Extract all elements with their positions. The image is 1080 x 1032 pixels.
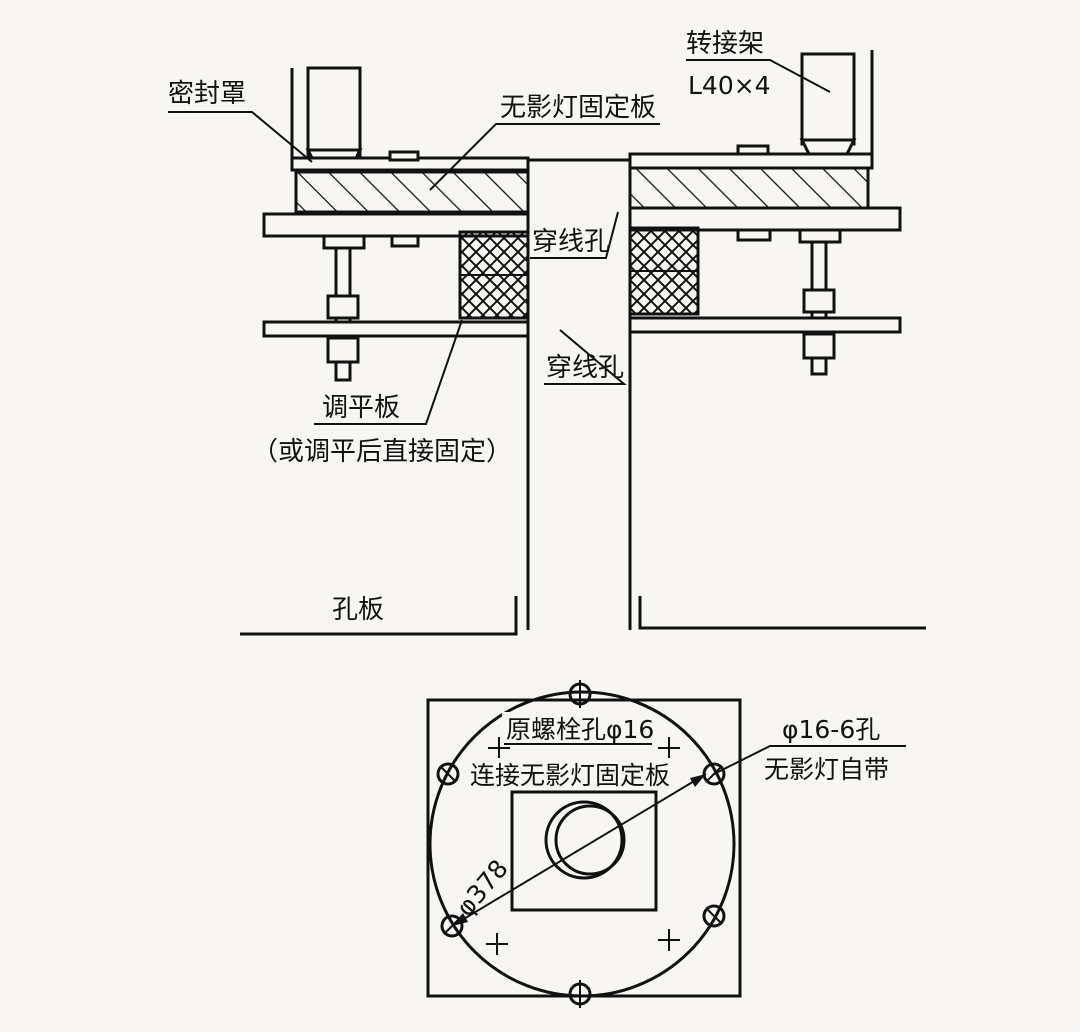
- left-leveling-plate: [262, 320, 530, 338]
- label-wire-hole-upper: 穿线孔: [532, 227, 610, 257]
- right-top-plate: [628, 152, 874, 170]
- left-rod-nut-lower: [326, 336, 360, 364]
- cross-mark-lower-left: [486, 933, 508, 955]
- leader-hole-spec: [713, 745, 906, 775]
- bolt-hole-upper-left: [436, 762, 460, 786]
- right-rod-pass: [812, 320, 826, 330]
- diameter-arrow-left: [452, 913, 468, 926]
- leader-fixing-plate: [429, 123, 660, 191]
- right-rod-nut-upper: [802, 288, 836, 314]
- leader-leveling-plate: [314, 319, 463, 425]
- label-lamp-supplied: 无影灯自带: [764, 755, 889, 784]
- label-bg-bolt-hole: [502, 712, 652, 742]
- right-leveling-plate: [628, 316, 902, 334]
- left-adapter-frame-block: [306, 66, 362, 160]
- bolt-hole-lower-left: [440, 914, 464, 938]
- label-angle-steel: L40×4: [688, 71, 771, 100]
- left-lamp-fixing-plate: [294, 170, 530, 214]
- bolt-hole-upper-right: [702, 762, 726, 786]
- section-view: 密封罩 转接架 L40×4 无影灯固定板 穿线孔 穿线孔 调平板 （或调平后直接…: [168, 29, 926, 636]
- bolt-hole-lower-right: [702, 904, 726, 928]
- bolt-hole-lower-right-mark: [705, 907, 723, 925]
- label-seal-cover: 密封罩: [168, 79, 246, 109]
- label-diameter: φ378: [450, 854, 513, 922]
- leader-adapter-frame: [686, 59, 831, 93]
- orifice-plate-right: [638, 596, 926, 630]
- bolt-nut-left-inner: [390, 234, 420, 248]
- left-rod-nut-upper: [326, 294, 360, 320]
- cross-mark-upper-right: [658, 737, 680, 759]
- label-leveling-plate: 调平板: [322, 393, 400, 423]
- label-adapter-frame: 转接架: [686, 29, 764, 59]
- plan-view: 原螺栓孔φ16 连接无影灯固定板 φ16-6孔 无影灯自带 φ378: [426, 680, 906, 1008]
- right-rod-nut-lower: [802, 332, 836, 360]
- bolt-head-top-left: [388, 150, 420, 162]
- label-wire-hole-lower: 穿线孔: [546, 353, 624, 383]
- right-lamp-fixing-plate: [628, 166, 870, 210]
- label-orifice-plate: 孔板: [332, 595, 384, 625]
- diameter-dimension-line: [451, 773, 707, 927]
- plan-center-hole-inner: [554, 804, 626, 876]
- bolt-hole-upper-left-mark: [439, 765, 457, 783]
- label-lamp-fixing-plate: 无影灯固定板: [500, 93, 656, 123]
- orifice-plate-left: [240, 596, 518, 636]
- label-original-bolt-hole: 原螺栓孔φ16: [506, 715, 654, 744]
- diameter-arrow-right: [690, 774, 706, 787]
- leader-wire-hole-upper: [530, 211, 619, 259]
- left-rod-pass: [336, 324, 350, 334]
- leader-seal-cover: [168, 111, 313, 163]
- cross-mark-lower-right: [658, 929, 680, 951]
- bolt-nut-right-outer: [798, 228, 842, 244]
- cross-mark-upper-left: [488, 737, 510, 759]
- label-leveling-note: （或调平后直接固定）: [252, 437, 512, 467]
- original-bolt-holes: [486, 737, 680, 955]
- label-connect-plate: 连接无影灯固定板: [470, 761, 670, 790]
- right-adapter-frame-block: [800, 52, 856, 146]
- label-hole-spec: φ16-6孔: [782, 715, 880, 744]
- bolt-head-top-right: [736, 144, 770, 156]
- plan-outer-circle: [428, 690, 736, 998]
- bolt-nut-right-inner: [736, 228, 772, 242]
- label-bg-connect: [466, 758, 678, 788]
- leader-wire-hole-lower: [544, 329, 627, 385]
- bolt-nut-left-outer: [322, 234, 366, 250]
